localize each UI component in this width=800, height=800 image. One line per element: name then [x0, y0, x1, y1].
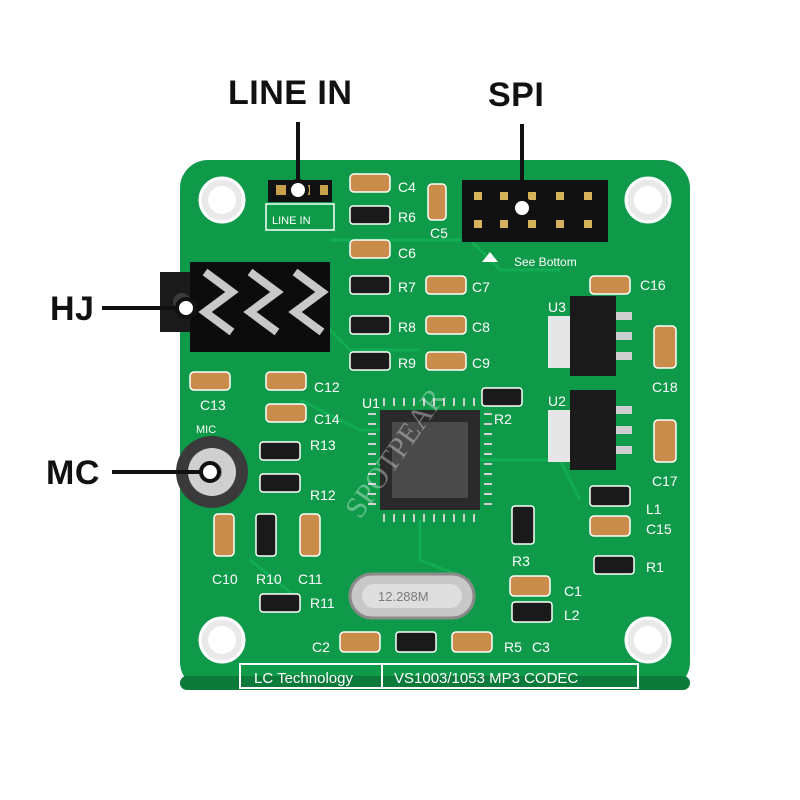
mounting-holes — [198, 176, 672, 664]
label-c18: C18 — [652, 379, 678, 395]
spi-header — [462, 180, 608, 242]
label-c3: C3 — [532, 639, 550, 655]
label-r12: R13 — [310, 437, 336, 453]
headphone-jack — [160, 262, 330, 352]
footer-right-text: VS1003/1053 MP3 CODEC — [394, 670, 578, 687]
voltage-regulators — [548, 296, 632, 470]
line-in-callout: LINE IN — [228, 74, 353, 112]
see-bottom-silk-label: See Bottom — [514, 255, 577, 269]
label-r8: R8 — [398, 319, 416, 335]
label-r7: R7 — [398, 279, 416, 295]
label-c5: C5 — [430, 225, 448, 241]
label-c1: C1 — [564, 583, 582, 599]
footer-silk-box — [239, 663, 639, 689]
callout-pointers — [102, 122, 524, 474]
component-labels: C4 R6 C5 C6 R7 C7 R8 C8 R9 C9 C12 C13 C1… — [200, 179, 678, 655]
label-c10: C10 — [212, 571, 238, 587]
label-r5: R3 — [512, 553, 530, 569]
label-c14: C14 — [314, 411, 340, 427]
line-in-silk-label: LINE IN — [272, 215, 311, 227]
triangle-marker-icon — [482, 252, 498, 262]
smd-components — [189, 173, 677, 653]
label-c17: C17 — [652, 473, 678, 489]
label-r10: R10 — [256, 571, 282, 587]
line-in-pointer-dot — [287, 179, 309, 201]
label-r1: R1 — [646, 559, 664, 575]
spi-pointer-dot — [511, 197, 533, 219]
label-r6: R6 — [398, 209, 416, 225]
footer-left-text: LC Technology — [254, 670, 353, 687]
hj-pointer-dot — [175, 297, 197, 319]
label-c9: C9 — [472, 355, 490, 371]
mc-callout: MC — [46, 454, 100, 492]
hj-callout: HJ — [50, 290, 95, 328]
spi-callout: SPI — [488, 76, 545, 114]
label-c16: C16 — [640, 277, 666, 293]
label-c12: C12 — [314, 379, 340, 395]
label-c11: C11 — [298, 571, 323, 587]
main-chip — [368, 398, 492, 522]
label-c6: C6 — [398, 245, 416, 261]
label-c4: C4 — [398, 179, 416, 195]
pcb-edge-shadow — [180, 676, 690, 690]
label-u3: U3 — [548, 299, 566, 315]
label-c13: C13 — [200, 397, 226, 413]
label-l1: L1 — [646, 501, 662, 517]
mc-pointer-dot — [199, 461, 221, 483]
label-u2: U2 — [548, 393, 566, 409]
label-c8: C8 — [472, 319, 490, 335]
crystal — [348, 572, 476, 620]
mic-silk-label: MIC — [196, 424, 216, 436]
crystal-marking: 12.288M — [378, 589, 429, 604]
label-c15: C15 — [646, 521, 672, 537]
label-r11: R12 — [310, 487, 336, 503]
label-r2: R2 — [494, 411, 512, 427]
label-r13: R11 — [310, 595, 335, 611]
label-r9: R9 — [398, 355, 416, 371]
chip-silk-label: U1 — [362, 395, 380, 411]
label-c7: C7 — [472, 279, 490, 295]
label-c2: C2 — [312, 639, 330, 655]
label-l2: L2 — [564, 607, 580, 623]
label-r3: R5 — [504, 639, 522, 655]
